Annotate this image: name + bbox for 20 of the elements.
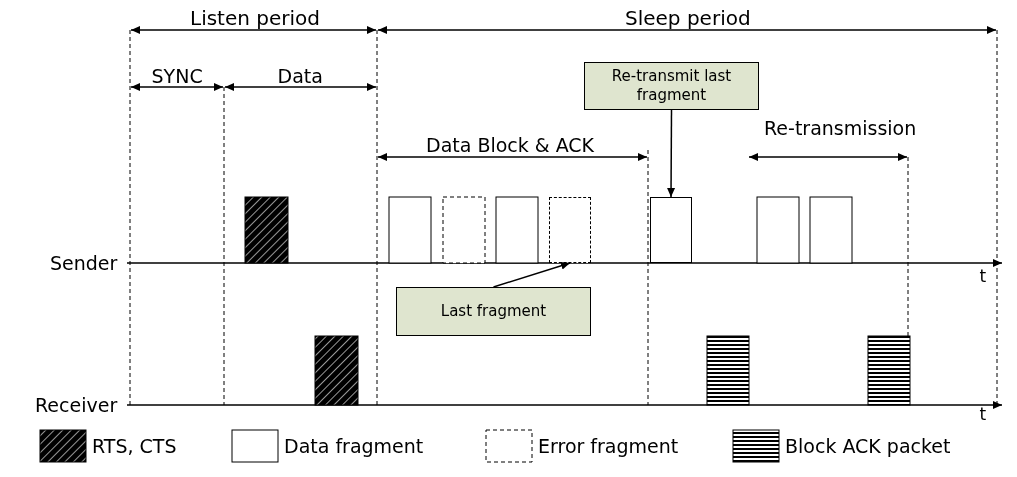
axis-label: t: [979, 405, 987, 423]
axis-label: t: [979, 267, 987, 285]
callout-box: Re-transmit last fragment: [584, 62, 759, 110]
row-label: Receiver: [35, 395, 118, 415]
dashed-block: [549, 197, 591, 263]
interval-label: Re-transmission: [764, 118, 917, 138]
period-label: Listen period: [190, 8, 320, 28]
legend-label: Data fragment: [284, 436, 424, 456]
period-label: Sleep period: [625, 8, 751, 28]
interval-label: Data Block & ACK: [426, 135, 595, 155]
arrow: [667, 109, 676, 198]
row-label: Sender: [50, 253, 118, 273]
outlined-block: [650, 197, 692, 263]
phase-label: SYNC: [151, 66, 203, 86]
callout-box: Last fragment: [396, 287, 591, 336]
legend-label: Error fragment: [538, 436, 679, 456]
phase-label: Data: [277, 66, 323, 86]
legend-label: RTS, CTS: [92, 436, 177, 456]
arrow: [492, 261, 571, 288]
legend-label: Block ACK packet: [785, 436, 951, 456]
